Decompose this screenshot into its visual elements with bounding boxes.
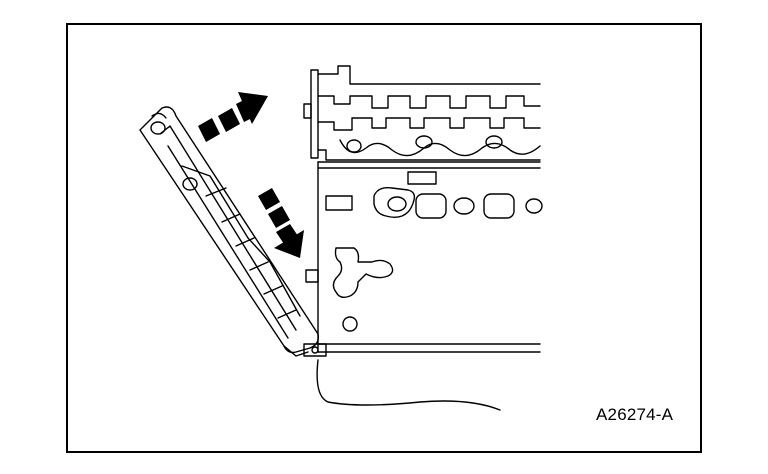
figure-frame: [66, 23, 702, 453]
tilted-panel: [139, 106, 320, 357]
upper-rail: [303, 65, 541, 161]
downward-arrow: [258, 188, 304, 258]
lead-wire: [316, 359, 501, 411]
upward-arrow: [198, 92, 268, 142]
figure-label: A26274-A: [596, 405, 674, 424]
housing-body: [303, 161, 543, 357]
